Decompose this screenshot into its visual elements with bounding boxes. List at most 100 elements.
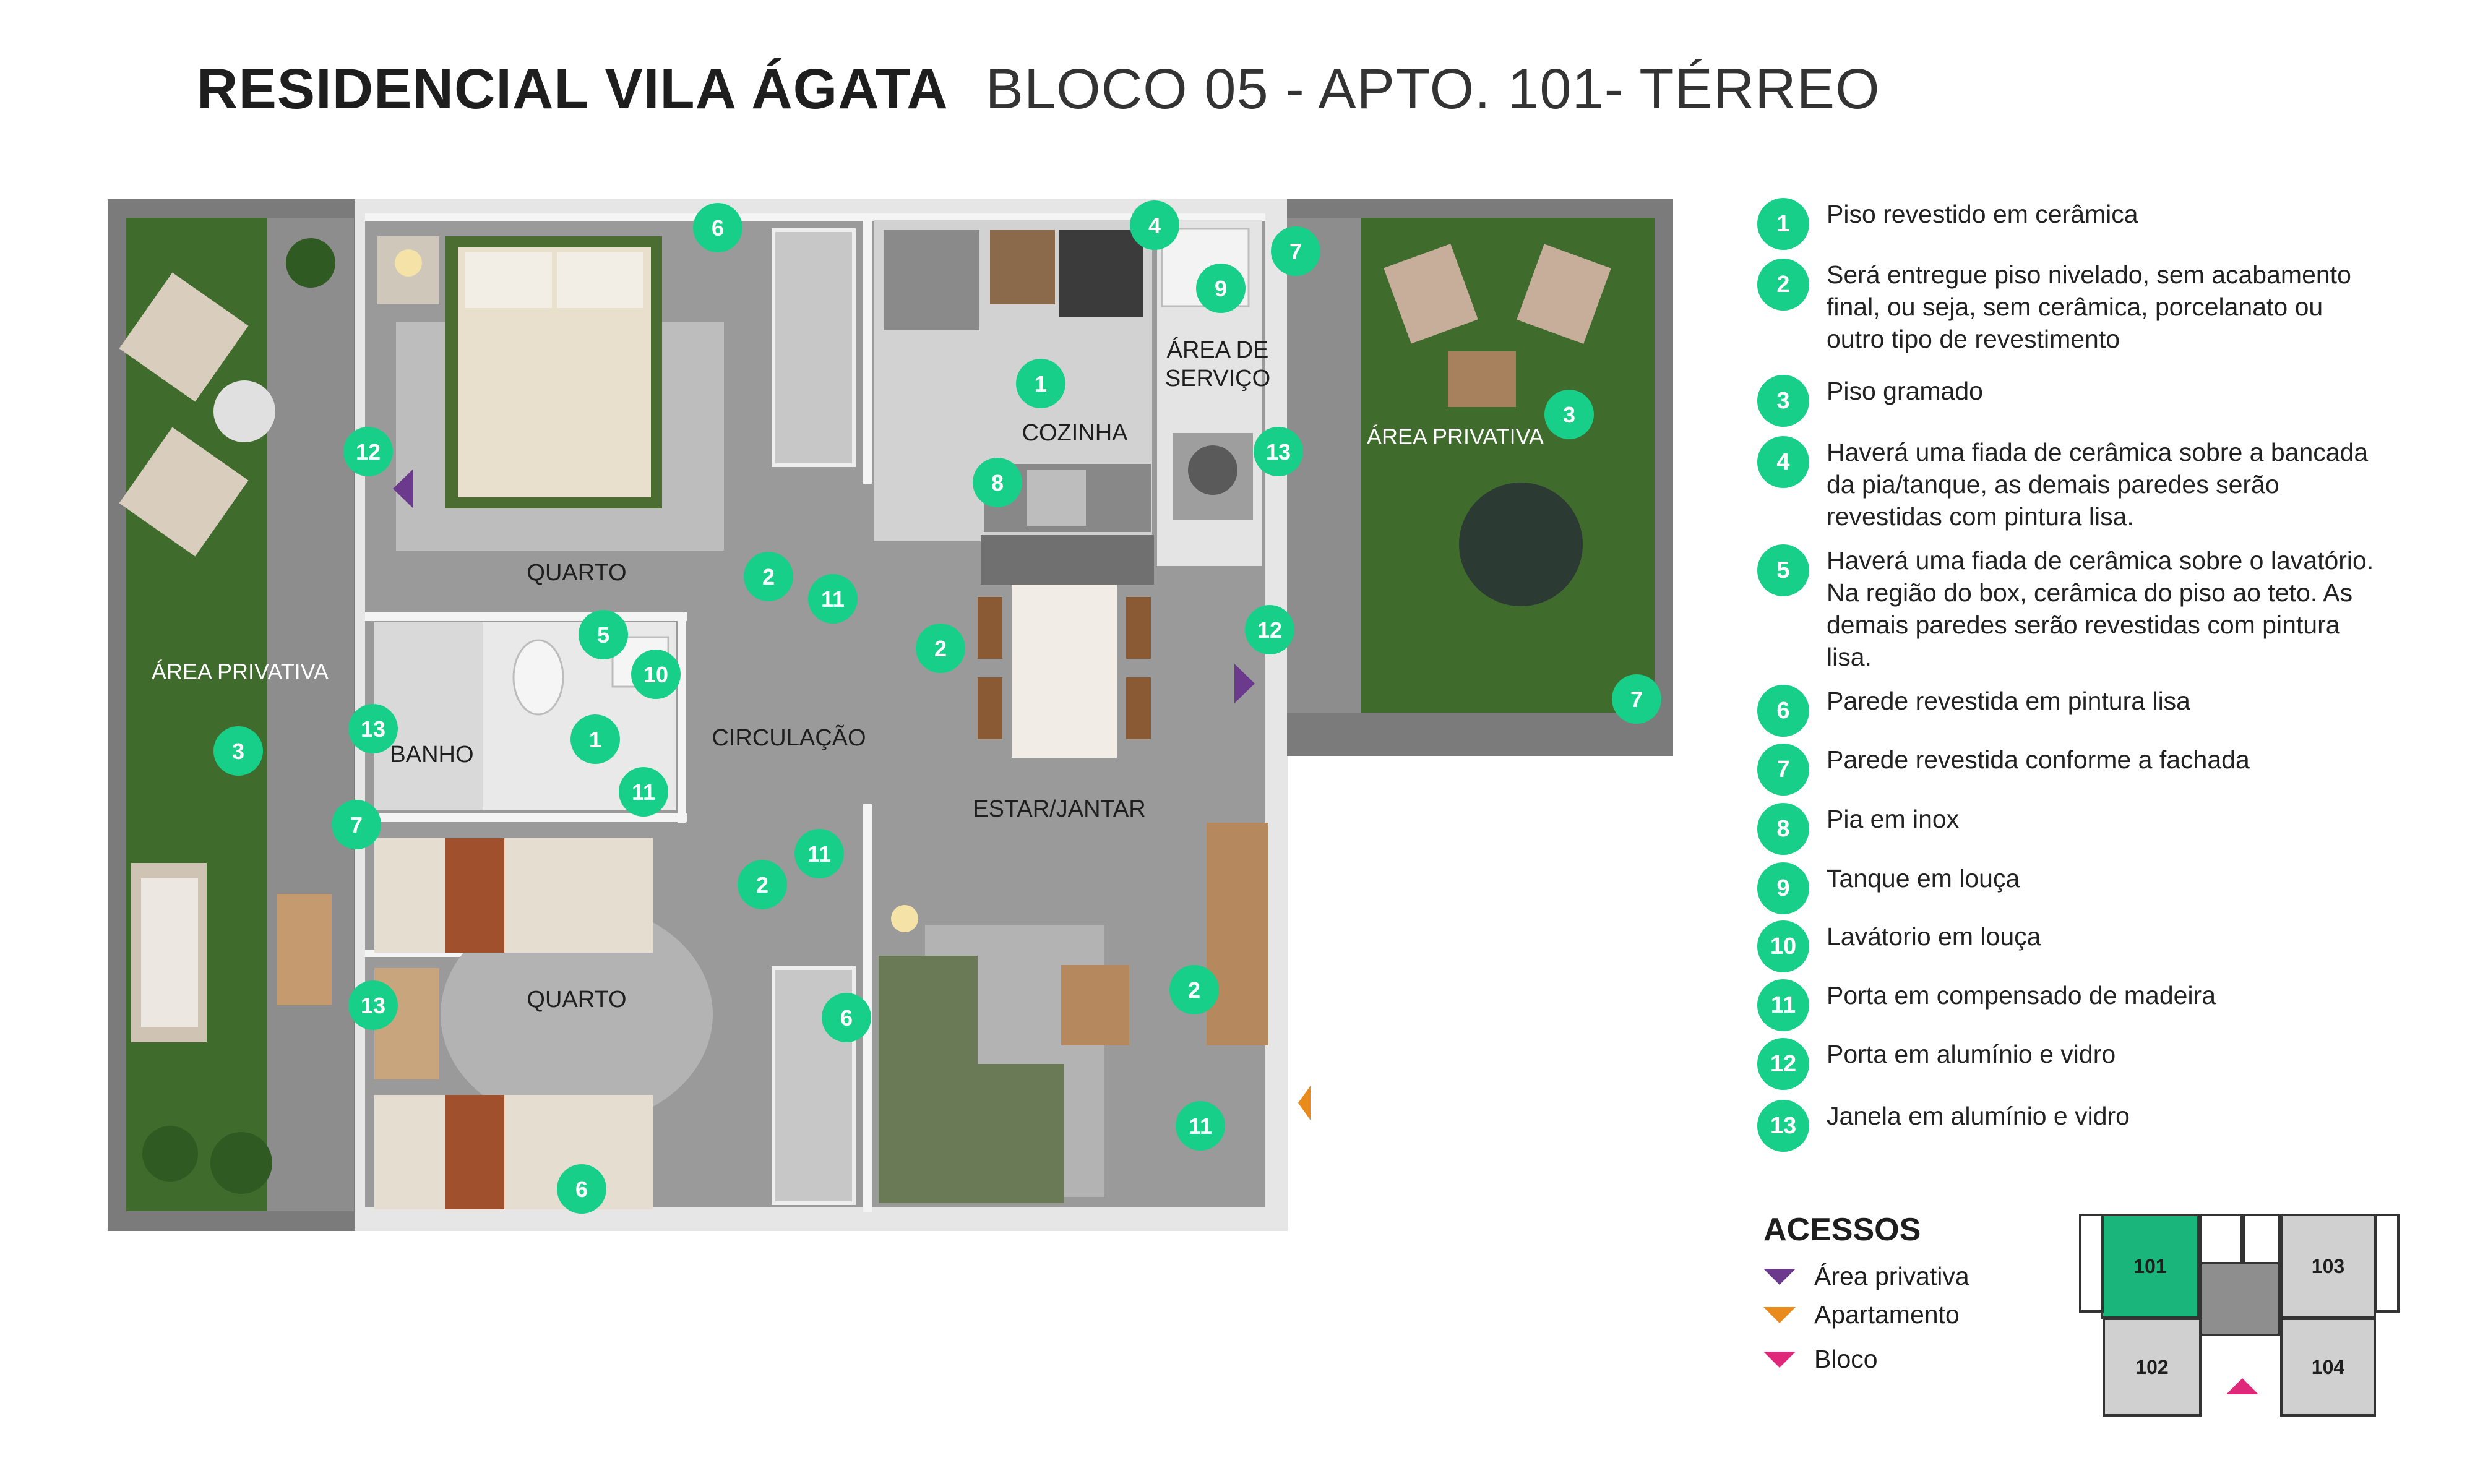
plan-marker-number: 7 <box>1289 239 1302 264</box>
plan-marker-number: 6 <box>712 215 724 241</box>
plan-marker: 13 <box>1254 427 1303 476</box>
access-label: Apartamento <box>1814 1300 1960 1329</box>
plan-marker: 13 <box>348 704 398 753</box>
legend-badge: 11 <box>1757 979 1809 1031</box>
block-blank <box>2079 1214 2104 1313</box>
plan-marker: 11 <box>1176 1101 1225 1151</box>
unit-label: 102 <box>2135 1355 2169 1378</box>
dining-chair <box>1126 597 1151 659</box>
plan-marker: 12 <box>343 427 393 476</box>
bed-2 <box>374 838 653 953</box>
outdoor-table <box>277 894 332 1005</box>
legend-item: 4 Haverá uma fiada de cerâmica sobre a ba… <box>1757 436 2383 533</box>
legend-badge: 3 <box>1757 375 1809 427</box>
plan-marker-number: 3 <box>232 739 244 764</box>
plan-marker-number: 2 <box>762 564 775 590</box>
plan-marker-circle <box>332 800 381 849</box>
pillow <box>465 252 552 308</box>
plan-marker-number: 4 <box>1148 213 1161 238</box>
wall <box>863 218 872 484</box>
legend-badge: 2 <box>1757 259 1809 311</box>
plant <box>210 1132 272 1194</box>
plan-marker-circle <box>631 650 681 699</box>
plan-marker-number: 8 <box>991 470 1004 495</box>
unit-label: 104 <box>2311 1355 2345 1378</box>
room-label-area-privativa-left: ÁREA PRIVATIVA <box>152 659 329 684</box>
legend-text: Haverá uma fiada de cerâmica sobre a ban… <box>1827 438 2369 531</box>
access-private-item: Área privativa <box>1763 1262 1969 1291</box>
kitchen-sink <box>1027 470 1086 526</box>
room-label-circulacao: CIRCULAÇÃO <box>712 724 866 751</box>
plan-marker-number: 11 <box>821 586 845 612</box>
plan-marker-circle <box>1544 390 1594 439</box>
plan-marker-circle <box>1016 359 1065 408</box>
plan-marker: 3 <box>213 726 263 776</box>
legend-badge: 10 <box>1757 920 1809 972</box>
plan-marker: 11 <box>808 574 858 624</box>
plan-marker: 8 <box>973 458 1022 507</box>
plan-marker-circle <box>557 1164 606 1214</box>
legend-badge: 7 <box>1757 744 1809 796</box>
toilet <box>512 639 564 716</box>
triangle-icon <box>1763 1351 1796 1368</box>
plan-marker: 1 <box>1016 359 1065 408</box>
legend-badge: 4 <box>1757 436 1809 488</box>
plan-marker-circle <box>822 993 871 1042</box>
plan-marker: 7 <box>1271 226 1320 276</box>
plan-marker-circle <box>916 624 965 673</box>
legend-text: Porta em compensado de madeira <box>1827 981 2216 1010</box>
plan-marker-circle <box>348 980 398 1030</box>
triangle-icon <box>1763 1268 1796 1285</box>
legend-text: Piso gramado <box>1827 377 1983 405</box>
plan-marker-circle <box>1254 427 1303 476</box>
plan-marker-circle <box>348 704 398 753</box>
plan-marker: 1 <box>570 714 620 764</box>
plan-marker-number: 12 <box>356 439 381 465</box>
plan-marker-circle <box>1612 674 1661 724</box>
plan-marker-number: 13 <box>361 716 385 742</box>
block-blank <box>2243 1214 2280 1266</box>
coffee-table <box>1061 965 1129 1045</box>
plan-marker-number: 2 <box>756 872 768 898</box>
block-entry-triangle-icon <box>2226 1378 2258 1394</box>
floor-lamp <box>891 905 918 932</box>
plan-marker-circle <box>619 767 668 817</box>
lounge-chair <box>119 272 249 402</box>
unit-104: 104 <box>2280 1318 2376 1417</box>
room-label-area-privativa-right: ÁREA PRIVATIVA <box>1367 424 1544 449</box>
room-label-area-servico-2: SERVIÇO <box>1165 366 1270 392</box>
plan-marker-number: 10 <box>644 662 668 687</box>
dining-chair <box>978 597 1002 659</box>
legend-text: Pia em inox <box>1827 805 1960 833</box>
plan-marker: 7 <box>332 800 381 849</box>
plan-marker-number: 9 <box>1215 276 1227 301</box>
plan-marker: 13 <box>348 980 398 1030</box>
plan-marker-number: 2 <box>1188 977 1200 1003</box>
armchair <box>1517 244 1611 344</box>
plan-marker-circle <box>1271 226 1320 276</box>
plan-marker-number: 3 <box>1563 402 1575 427</box>
plan-marker-number: 2 <box>934 636 947 661</box>
plan-marker-number: 12 <box>1257 617 1282 643</box>
cabinet <box>990 230 1055 304</box>
lounge-chair <box>119 427 249 557</box>
right-path <box>1287 218 1361 713</box>
legend-text: Tanque em louça <box>1827 864 2020 893</box>
plan-marker-circle <box>738 860 787 909</box>
bedroom-2-rug <box>441 903 713 1126</box>
access-label: Área privativa <box>1814 1262 1969 1290</box>
block-blank <box>2200 1214 2243 1266</box>
plan-marker-number: 1 <box>589 727 601 752</box>
legend-badge: 6 <box>1757 685 1809 737</box>
plan-marker-circle <box>693 203 742 252</box>
plan-marker: 6 <box>822 993 871 1042</box>
pillow <box>557 252 644 308</box>
